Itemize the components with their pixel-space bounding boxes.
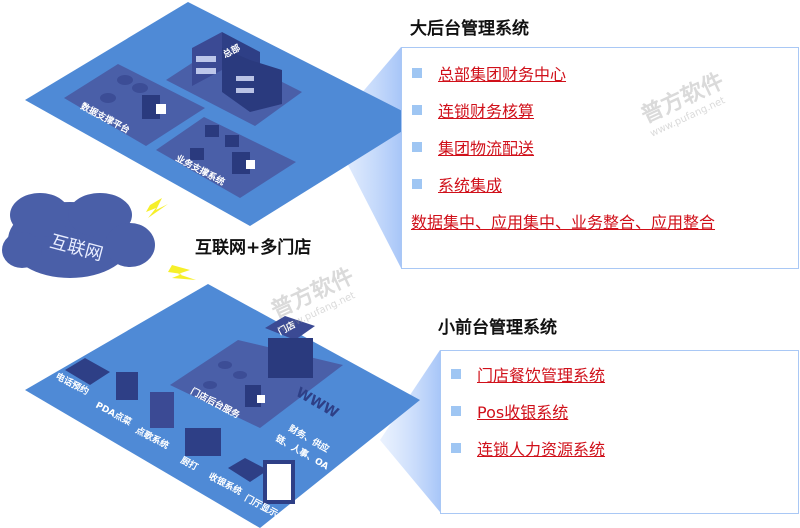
- backend-panel: 总部集团财务中心 连锁财务核算 集团物流配送 系统集成 数据集中、应用集中、业务…: [401, 47, 799, 269]
- internet-cloud-icon: [2, 193, 155, 278]
- frontend-title: 小前台管理系统: [438, 318, 557, 338]
- hq-plane: [25, 2, 420, 226]
- projection-beam-bottom: [380, 350, 440, 512]
- backend-link[interactable]: 系统集成: [438, 175, 503, 195]
- lightning-link-icon: [146, 198, 168, 218]
- backend-link[interactable]: 总部集团财务中心: [438, 64, 567, 84]
- database-icon: [100, 75, 166, 119]
- backend-link[interactable]: 集团物流配送: [438, 138, 535, 158]
- bullet-icon: [412, 67, 422, 78]
- list-item: Pos收银系统: [441, 392, 798, 429]
- data-platform-zone: [64, 64, 205, 146]
- backend-link[interactable]: 连锁财务核算: [438, 101, 535, 121]
- frontend-panel: 门店餐饮管理系统 Pos收银系统 连锁人力资源系统: [440, 350, 799, 514]
- frontend-link[interactable]: 连锁人力资源系统: [477, 439, 606, 459]
- phone-icon: [65, 358, 110, 385]
- bullet-icon: [412, 178, 422, 189]
- lightning-link-icon: [168, 265, 196, 280]
- list-item: 连锁财务核算: [402, 91, 798, 128]
- frontend-link[interactable]: 门店餐饮管理系统: [477, 365, 606, 385]
- backend-title: 大后台管理系统: [410, 19, 529, 39]
- frontend-link[interactable]: Pos收银系统: [477, 402, 569, 422]
- list-item: 集团物流配送: [402, 128, 798, 165]
- cash-register-icon: [228, 458, 268, 482]
- tablet-icon: [150, 392, 174, 428]
- business-support-zone: [156, 117, 296, 198]
- bullet-icon: [412, 141, 422, 152]
- database-icon: [203, 361, 265, 407]
- printer-icon: [185, 428, 221, 456]
- bullet-icon: [451, 405, 461, 416]
- pda-icon: [116, 372, 138, 400]
- bullet-icon: [412, 104, 422, 115]
- list-item: 总部集团财务中心: [402, 54, 798, 91]
- computer-icon: [190, 125, 255, 174]
- store-building-icon: [265, 316, 315, 378]
- bullet-icon: [451, 442, 461, 453]
- list-item: 门店餐饮管理系统: [441, 355, 798, 392]
- hq-building-icon: [192, 32, 282, 112]
- list-item: 系统集成: [402, 165, 798, 202]
- display-icon: [263, 460, 295, 504]
- backend-summary-link[interactable]: 数据集中、应用集中、业务整合、应用整合: [411, 212, 716, 232]
- list-item: 连锁人力资源系统: [441, 429, 798, 466]
- bullet-icon: [451, 368, 461, 379]
- internet-stores-label: 互联网+多门店: [195, 238, 312, 258]
